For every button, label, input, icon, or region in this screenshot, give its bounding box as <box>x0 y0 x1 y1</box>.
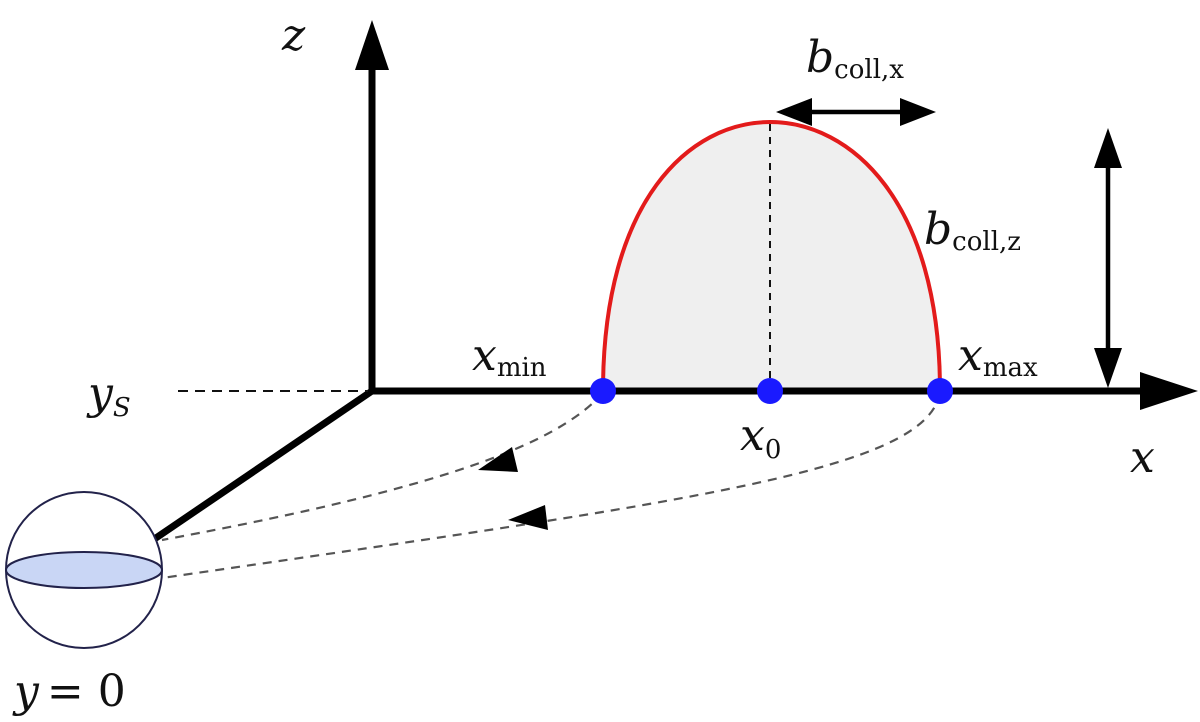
bx-arrow-left-head <box>776 98 812 126</box>
point-x-min <box>590 378 616 404</box>
b-coll-x-label: bcoll,x <box>806 32 904 85</box>
sphere-equator-band <box>5 551 163 589</box>
arc-shaded-region <box>603 122 940 391</box>
sight-arrow-xmin <box>478 447 518 472</box>
observer-label: y= 0 <box>12 666 126 717</box>
x-min-label: xmin <box>472 330 547 383</box>
y-axis-line <box>148 388 374 545</box>
ys-label: yS <box>86 368 131 423</box>
bz-arrow-top-head <box>1094 128 1122 168</box>
x-axis-arrowhead <box>1140 372 1198 410</box>
collimation-arc <box>601 119 942 392</box>
sight-line-xmin <box>161 392 604 542</box>
z-axis-arrowhead <box>355 20 389 70</box>
bx-arrow-right-head <box>900 98 936 126</box>
bz-arrow-bottom-head <box>1094 348 1122 388</box>
x-axis-label: x <box>1130 432 1155 483</box>
sight-line-xmax <box>161 392 942 580</box>
point-x-max <box>927 378 953 404</box>
b-coll-z-label: bcoll,z <box>924 204 1021 257</box>
x0-label: x0 <box>740 410 781 465</box>
point-x-0 <box>757 378 783 404</box>
observer-sphere <box>5 491 163 649</box>
z-axis-label: z <box>281 10 306 61</box>
x-max-label: xmax <box>958 330 1038 383</box>
sight-arrow-xmax <box>508 505 548 530</box>
